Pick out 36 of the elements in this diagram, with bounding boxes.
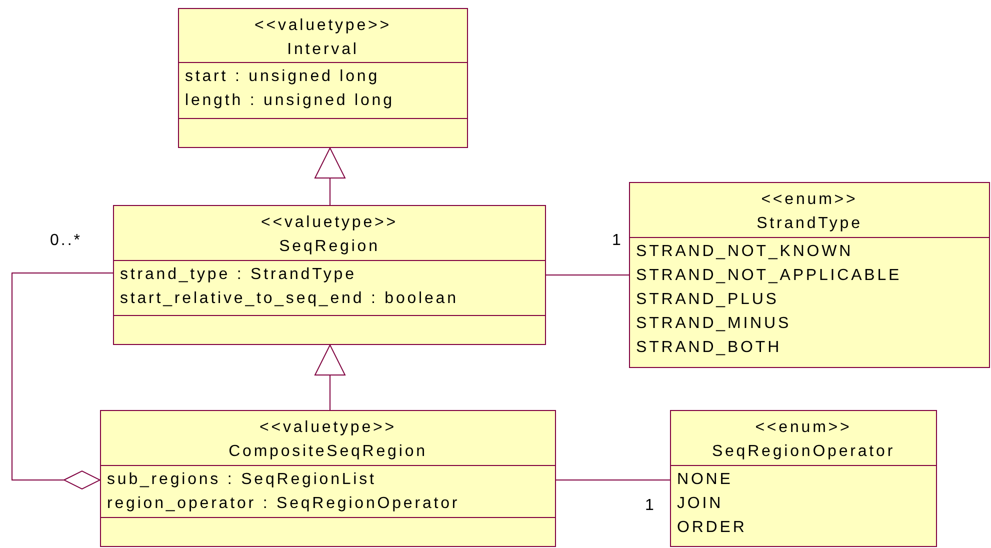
attribute-text: STRAND_NOT_APPLICABLE [636, 266, 903, 286]
class-name: CompositeSeqRegion [228, 442, 428, 462]
class-box [178, 8, 468, 148]
aggregation-line [12, 272, 114, 490]
multiplicity-label: 0..* [50, 232, 82, 250]
class-name: SeqRegionOperator [712, 442, 896, 462]
stereotype-label: <<valuetype>> [259, 418, 397, 438]
attribute-text: start : unsigned long [185, 67, 380, 87]
attribute-text: STRAND_NOT_KNOWN [636, 242, 854, 262]
class-name: Interval [287, 40, 359, 60]
attribute-text: JOIN [677, 494, 724, 514]
generalization-arrow [314, 148, 346, 206]
attribute-text: STRAND_MINUS [636, 314, 792, 334]
attribute-text: start_relative_to_seq_end : boolean [120, 289, 460, 309]
multiplicity-label: 1 [612, 232, 623, 250]
stereotype-label: <<enum>> [755, 418, 852, 438]
association-line [546, 274, 630, 276]
class-box [113, 205, 546, 345]
multiplicity-label: 1 [645, 497, 656, 515]
stereotype-label: <<enum>> [761, 190, 858, 210]
stereotype-label: <<valuetype>> [260, 213, 398, 233]
generalization-arrow [314, 344, 346, 410]
attribute-text: strand_type : StrandType [120, 265, 358, 285]
attribute-text: STRAND_BOTH [636, 338, 783, 358]
class-name: StrandType [756, 214, 862, 234]
attribute-text: region_operator : SeqRegionOperator [107, 494, 461, 514]
class-box [670, 410, 937, 547]
attribute-text: ORDER [677, 518, 748, 538]
attribute-text: NONE [677, 470, 734, 490]
attribute-text: length : unsigned long [185, 91, 396, 111]
class-name: SeqRegion [279, 237, 380, 257]
class-box [100, 410, 556, 547]
attribute-text: STRAND_PLUS [636, 290, 780, 310]
class-box [629, 182, 990, 368]
attribute-text: sub_regions : SeqRegionList [107, 470, 378, 490]
stereotype-label: <<valuetype>> [254, 16, 392, 36]
